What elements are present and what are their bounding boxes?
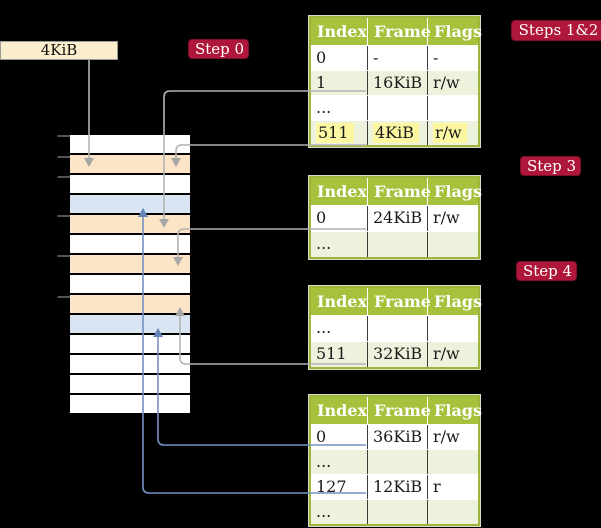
table-cell: ... [316,318,332,337]
column-header: Frame [367,397,431,424]
table-cell: ... [316,98,332,117]
column-header: Index [317,182,368,201]
memory-frame-free [70,235,190,255]
table-cell: 127 [316,477,347,496]
table-cell: - [427,46,478,70]
column-header: Frame [367,178,431,205]
memory-frame-page-table [70,155,190,175]
memory-frame-free [70,395,190,415]
memory-frame-page-table [70,295,190,315]
table-row: 0 -- [311,45,478,70]
column-header: Flags [427,178,482,205]
badge-step-3: Step 3 [520,156,581,176]
table-cell [427,500,478,524]
table-cell: 12KiB [367,475,427,499]
table-cell [427,96,478,120]
table-cell [427,316,478,341]
table-row: ... [311,315,478,341]
table-row: ... [311,95,478,120]
table-cell: 511 [316,344,347,363]
page-size-label: 4KiB [0,41,118,60]
table-cell [367,500,427,524]
table-cell: 0 [316,427,327,446]
column-header: Flags [427,397,482,424]
table-cell: 1 [316,73,327,92]
memory-frame-free [70,275,190,295]
table-cell: r/w [427,121,478,145]
table-cell [427,450,478,474]
table-cell: 32KiB [367,342,427,367]
column-header: Frame [367,288,431,315]
table-cell: 511 [311,121,367,145]
memory-frame-data-page [70,195,190,215]
physical-memory-strip [70,135,190,415]
table-cell: 36KiB [367,425,427,449]
table-cell: - [367,46,427,70]
table-cell: ... [316,502,332,521]
memory-frame-free [70,135,190,155]
table-cell: ... [316,452,332,471]
table-cell: 4KiB [367,121,427,145]
table-row: ... [311,449,478,474]
column-header: Flags [427,18,482,45]
table-cell [427,232,478,257]
highlighted-value: 511 [316,123,354,143]
table-cell: r/w [427,425,478,449]
column-header: Index [317,292,368,311]
table-cell [367,96,427,120]
table-cell: 0 [316,48,327,67]
badge-steps-1-2: Steps 1&2 [511,20,601,41]
table-cell: r [427,475,478,499]
memory-frame-free [70,355,190,375]
table-cell: 16KiB [367,71,427,95]
memory-frame-page-table [70,215,190,235]
column-header: Index [317,22,368,41]
memory-frame-free [70,375,190,395]
column-header: Frame [367,18,431,45]
table-cell: ... [316,234,332,253]
table-cell: r/w [427,71,478,95]
table-cell: 0 [316,208,327,227]
memory-frame-free [70,175,190,195]
table-cell [367,232,427,257]
highlighted-value: 4KiB [373,123,420,143]
column-header: Flags [427,288,482,315]
table-row: ... [311,231,478,257]
highlighted-value: r/w [433,123,467,143]
table-cell [367,316,427,341]
memory-frame-data-page [70,315,190,335]
table-row: ... [311,499,478,524]
table-cell [367,450,427,474]
table-cell: r/w [427,206,478,231]
memory-frame-free [70,335,190,355]
badge-step-0: Step 0 [188,39,249,59]
column-header: Index [317,401,368,420]
badge-step-4: Step 4 [516,261,577,281]
table-row: 511 4KiB r/w [311,120,478,145]
table-cell: r/w [427,342,478,367]
memory-frame-page-table [70,255,190,275]
table-cell: 24KiB [367,206,427,231]
